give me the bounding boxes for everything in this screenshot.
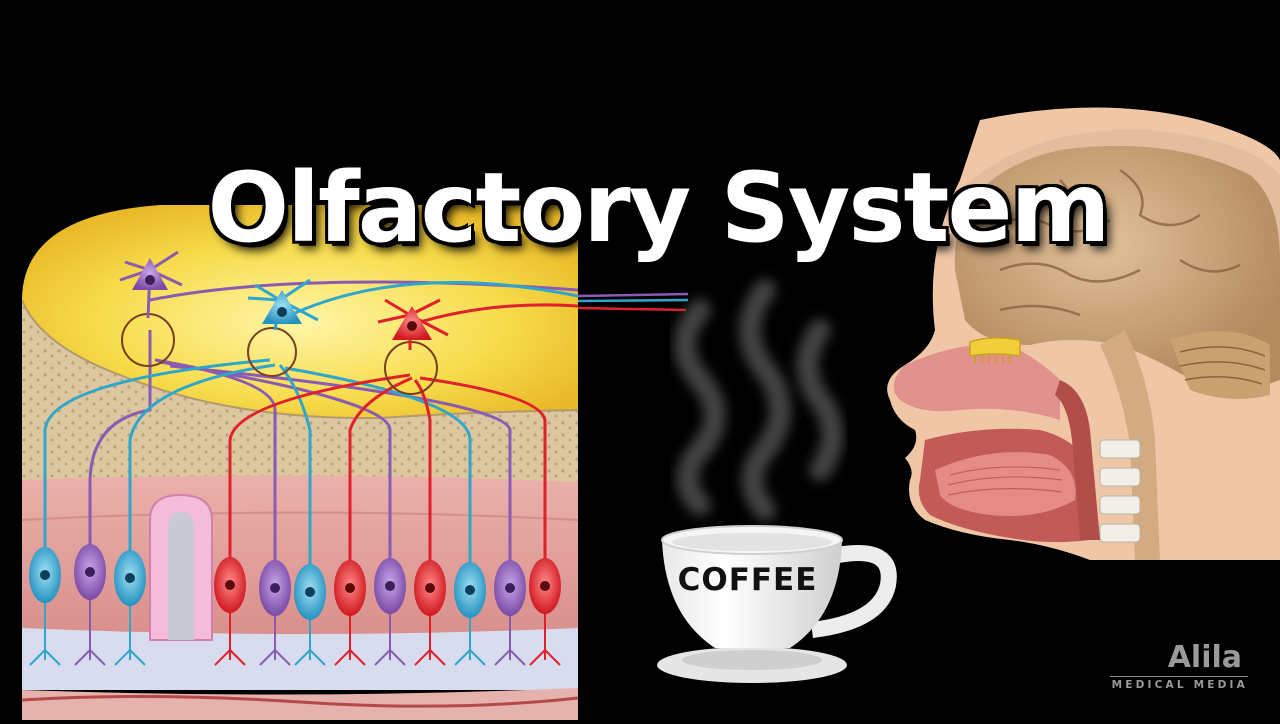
mitral-cell-blue [247,278,319,331]
coffee-cup [657,525,897,683]
nasal-cavity [893,344,1060,420]
brain [954,145,1280,389]
title-text: Olfactory System [207,152,1110,264]
head-section [887,107,1280,560]
mitral-cell-purple [119,250,183,319]
cup-label: COFFEE [677,562,818,598]
logo-divider [1110,676,1248,677]
mitral-cell-red [377,298,449,350]
head-olfactory-bulb [969,337,1021,357]
steam [674,279,844,521]
olfactory-epithelium-panel [22,205,578,720]
olfactory-tract [577,292,689,312]
title: Olfactory System [0,148,1280,268]
logo-tagline: MEDICAL MEDIA [1111,679,1248,691]
logo-name: Alila [1167,640,1242,675]
receptor-neurons [29,544,561,666]
